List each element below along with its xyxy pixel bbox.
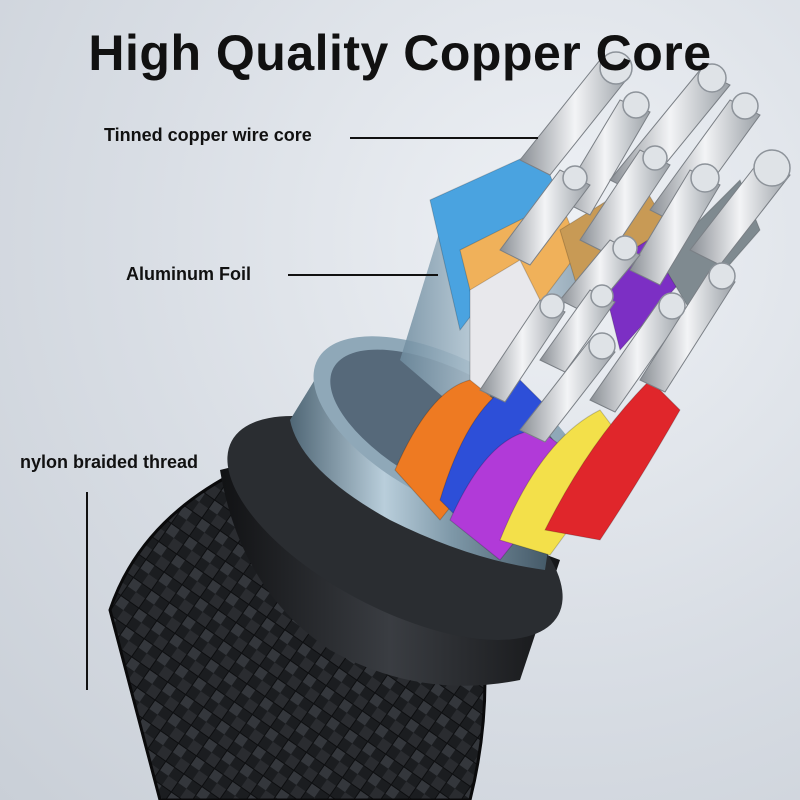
- strand-tips: [539, 51, 791, 360]
- label-nylon-braid: nylon braided thread: [20, 452, 199, 472]
- tinned-copper-strands: [479, 59, 791, 443]
- page-title: High Quality Copper Core: [88, 25, 712, 81]
- label-aluminum-foil: Aluminum Foil: [126, 264, 251, 284]
- cable-boot: [220, 416, 563, 686]
- label-copper-core: Tinned copper wire core: [104, 125, 312, 145]
- pointer-line-nylon-braid: [86, 492, 88, 690]
- pointer-line-aluminum-foil: [288, 274, 438, 276]
- pointer-line-copper-core: [350, 137, 538, 139]
